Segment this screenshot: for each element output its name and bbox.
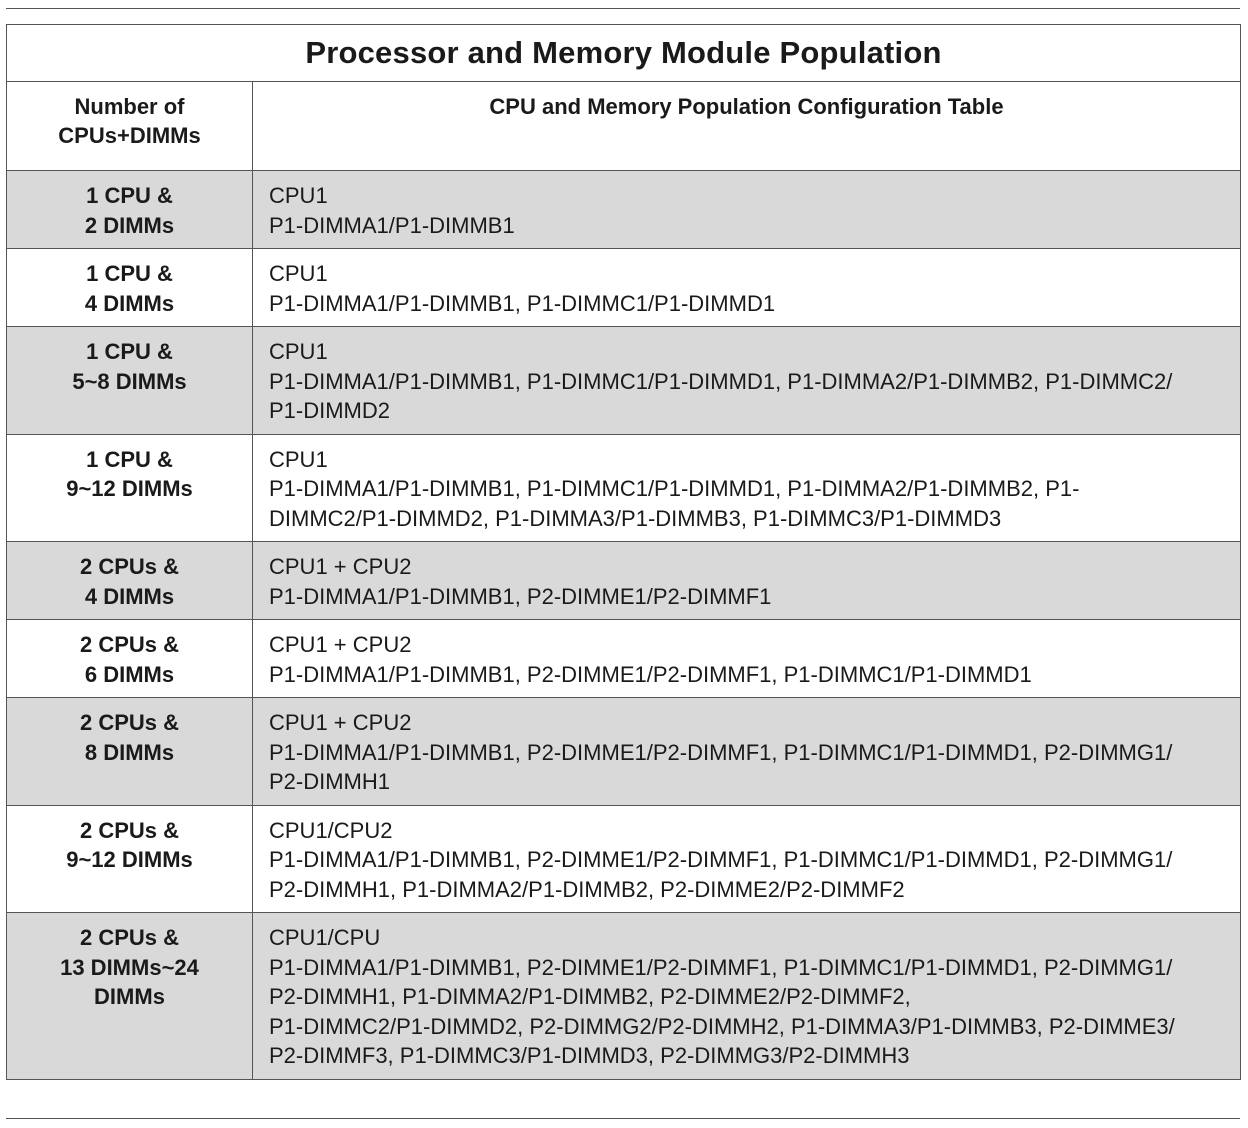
row-config: CPU1 P1-DIMMA1/P1-DIMMB1, P1-DIMMC1/P1-D… (252, 248, 1241, 327)
table-row: 2 CPUs & 9~12 DIMMs CPU1/CPU2 P1-DIMMA1/… (6, 804, 1241, 913)
row-dimms: P1-DIMMA1/P1-DIMMB1, P2-DIMME1/P2-DIMMF1 (269, 583, 772, 609)
row-dimms: P1-DIMMA1/P1-DIMMB1, P2-DIMME1/P2-DIMMF1… (269, 847, 1173, 902)
row-cpu: CPU1 (269, 339, 328, 364)
row-label: 2 CPUs & 6 DIMMs (6, 619, 253, 698)
table-row: 2 CPUs & 8 DIMMs CPU1 + CPU2 P1-DIMMA1/P… (6, 697, 1241, 806)
row-label: 1 CPU & 2 DIMMs (6, 170, 253, 249)
row-cpu: CPU1 + CPU2 (269, 710, 412, 735)
row-dimms: P1-DIMMA1/P1-DIMMB1, P1-DIMMC1/P1-DIMMD1… (269, 368, 1173, 424)
table-row: 2 CPUs & 6 DIMMs CPU1 + CPU2 P1-DIMMA1/P… (6, 619, 1241, 698)
table-row: 1 CPU & 2 DIMMs CPU1 P1-DIMMA1/P1-DIMMB1 (6, 170, 1241, 249)
row-config: CPU1 P1-DIMMA1/P1-DIMMB1 (252, 170, 1241, 249)
row-dimms: P1-DIMMA1/P1-DIMMB1 (269, 212, 515, 238)
bottom-rule (6, 1118, 1240, 1119)
table-row: 1 CPU & 4 DIMMs CPU1 P1-DIMMA1/P1-DIMMB1… (6, 248, 1241, 327)
row-config: CPU1 + CPU2 P1-DIMMA1/P1-DIMMB1, P2-DIMM… (252, 697, 1241, 806)
row-config: CPU1/CPU P1-DIMMA1/P1-DIMMB1, P2-DIMME1/… (252, 912, 1241, 1080)
row-label: 1 CPU & 5~8 DIMMs (6, 326, 253, 435)
row-label: 2 CPUs & 4 DIMMs (6, 541, 253, 620)
top-rule (6, 8, 1240, 9)
row-label: 1 CPU & 4 DIMMs (6, 248, 253, 327)
row-label: 2 CPUs & 8 DIMMs (6, 697, 253, 806)
table-row: 2 CPUs & 4 DIMMs CPU1 + CPU2 P1-DIMMA1/P… (6, 541, 1241, 620)
row-label: 2 CPUs & 9~12 DIMMs (6, 804, 253, 913)
row-cpu: CPU1 (269, 261, 328, 286)
row-config: CPU1 P1-DIMMA1/P1-DIMMB1, P1-DIMMC1/P1-D… (252, 326, 1241, 435)
table-row: 1 CPU & 9~12 DIMMs CPU1 P1-DIMMA1/P1-DIM… (6, 433, 1241, 542)
row-cpu: CPU1/CPU (269, 925, 381, 950)
row-cpu: CPU1/CPU2 (269, 817, 393, 843)
table-row: 2 CPUs & 13 DIMMs~24 DIMMs CPU1/CPU P1-D… (6, 912, 1241, 1080)
row-config: CPU1 + CPU2 P1-DIMMA1/P1-DIMMB1, P2-DIMM… (252, 619, 1241, 698)
table-row: 1 CPU & 5~8 DIMMs CPU1 P1-DIMMA1/P1-DIMM… (6, 326, 1241, 435)
row-config: CPU1 P1-DIMMA1/P1-DIMMB1, P1-DIMMC1/P1-D… (252, 433, 1241, 542)
row-config: CPU1/CPU2 P1-DIMMA1/P1-DIMMB1, P2-DIMME1… (252, 804, 1241, 913)
row-dimms: P1-DIMMA1/P1-DIMMB1, P1-DIMMC1/P1-DIMMD1… (269, 476, 1080, 531)
table-body: 1 CPU & 2 DIMMs CPU1 P1-DIMMA1/P1-DIMMB1… (6, 170, 1241, 1080)
row-dimms: P1-DIMMA1/P1-DIMMB1, P2-DIMME1/P2-DIMMF1… (269, 739, 1173, 795)
row-dimms: P1-DIMMA1/P1-DIMMB1, P2-DIMME1/P2-DIMMF1… (269, 954, 1175, 1069)
row-label: 1 CPU & 9~12 DIMMs (6, 433, 253, 542)
row-cpu: CPU1 + CPU2 (269, 632, 412, 657)
table-title: Processor and Memory Module Population (6, 24, 1241, 82)
row-cpu: CPU1 + CPU2 (269, 554, 412, 579)
header-config-column: CPU and Memory Population Configuration … (252, 81, 1241, 171)
header-row: Number of CPUs+DIMMs CPU and Memory Popu… (6, 81, 1241, 171)
population-table: Processor and Memory Module Population N… (6, 24, 1241, 1080)
row-dimms: P1-DIMMA1/P1-DIMMB1, P2-DIMME1/P2-DIMMF1… (269, 661, 1032, 687)
row-dimms: P1-DIMMA1/P1-DIMMB1, P1-DIMMC1/P1-DIMMD1 (269, 290, 776, 316)
row-label: 2 CPUs & 13 DIMMs~24 DIMMs (6, 912, 253, 1080)
row-config: CPU1 + CPU2 P1-DIMMA1/P1-DIMMB1, P2-DIMM… (252, 541, 1241, 620)
row-cpu: CPU1 (269, 183, 328, 208)
row-cpu: CPU1 (269, 446, 328, 472)
title-row: Processor and Memory Module Population (6, 24, 1241, 82)
header-count-column: Number of CPUs+DIMMs (6, 81, 253, 171)
